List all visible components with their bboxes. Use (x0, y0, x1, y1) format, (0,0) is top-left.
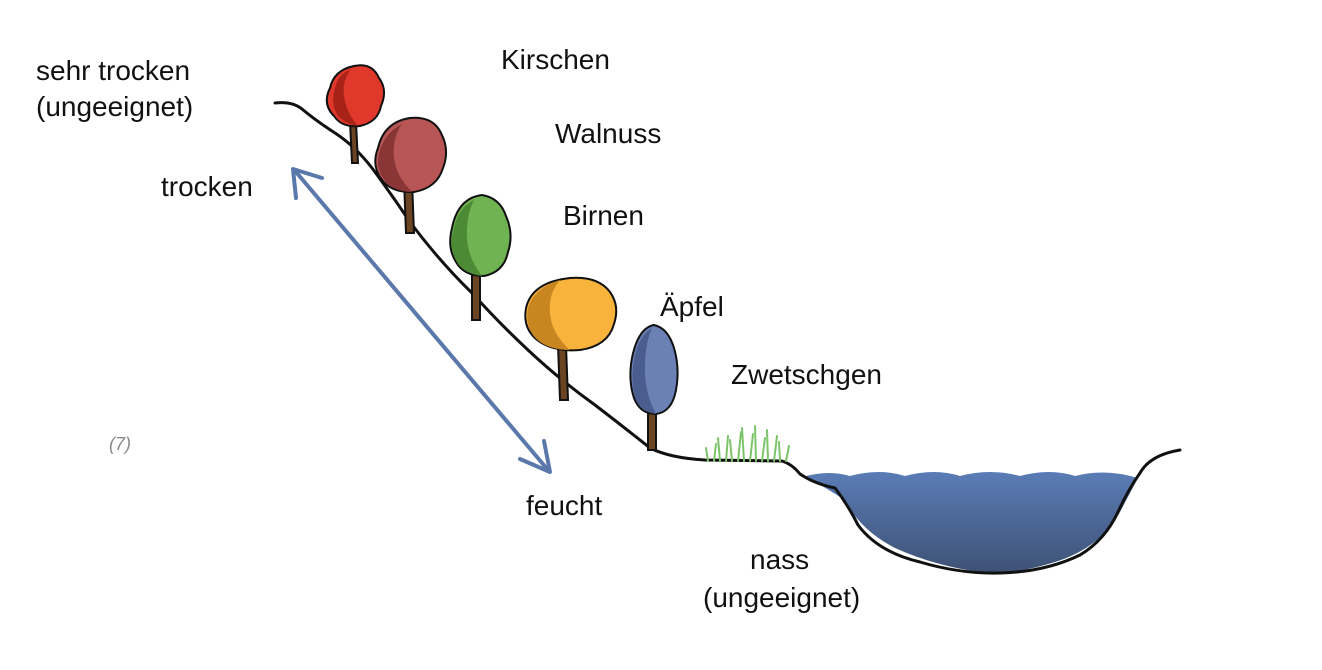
ground-line (273, 101, 1182, 575)
label-wet-line2: (ungeeignet) (703, 582, 861, 613)
reference-number: (7) (109, 434, 131, 454)
tree-birnen (449, 193, 512, 321)
label-dry: trocken (161, 171, 253, 202)
grass-tuft (705, 425, 790, 462)
tree-kirschen (325, 64, 385, 164)
label-very-dry-line1: sehr trocken (36, 55, 191, 86)
pond-water (806, 472, 1138, 573)
tree-walnuss (374, 116, 447, 234)
label-tree-birnen: Birnen (563, 200, 644, 231)
tree-aepfel (524, 276, 618, 401)
moisture-double-arrow (291, 167, 552, 474)
label-tree-aepfel: Äpfel (660, 291, 724, 322)
label-tree-kirschen: Kirschen (501, 44, 610, 75)
label-very-dry-line2: (ungeeignet) (36, 91, 194, 122)
label-moist: feucht (526, 490, 603, 521)
tree-zwetschgen (629, 323, 679, 451)
label-wet-line1: nass (750, 544, 810, 575)
label-tree-zwetschgen: Zwetschgen (731, 359, 882, 390)
label-tree-walnuss: Walnuss (555, 118, 662, 149)
